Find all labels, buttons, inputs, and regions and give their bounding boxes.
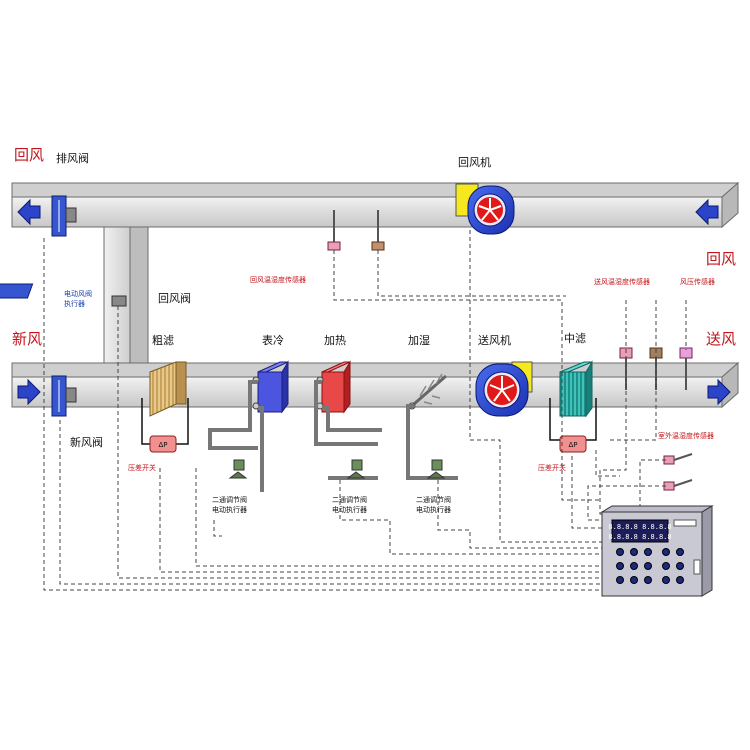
heating-valve-icon [346,459,366,479]
humidifier-valve-icon [426,459,446,479]
supply-air-label: 送风 [706,330,736,348]
cooling-valve-icon [228,459,248,479]
medium-filter-label: 中滤 [564,332,586,345]
dp-switch-2-label: 压差开关 [538,463,566,472]
cooling-coil-icon [252,360,289,414]
display-line-1: 8.8.8.8 8.8.8.8 [608,523,671,531]
supply-air-arrow-icon [707,378,731,406]
valve-actuator-2-line-1: 二通调节阀 [332,495,367,504]
outdoor-th-sensor-label: 室外温湿度传感器 [658,431,714,440]
dp-label-2: ΔP [568,441,577,449]
coarse-filter-label: 粗滤 [152,334,174,347]
cooling-pipes [208,380,264,492]
medium-filter-icon [559,360,593,418]
dp-label-1: ΔP [158,441,167,449]
ddc-controller: 8.8.8.8 8.8.8.8 8.8.8.8 8.8.8.8 [600,505,714,597]
return-air-duct [11,181,740,229]
damper-actuator-label: 电动风阀 执行器 [64,289,92,308]
fresh-damper-label: 新风阀 [70,435,103,449]
return-air-right-label: 回风 [706,250,736,268]
fresh-air-damper-icon [51,375,77,417]
humidify-label: 加湿 [408,334,430,347]
valve-actuator-3-line-1: 二通调节阀 [416,495,451,504]
dp-switch-1-label: 压差开关 [128,463,156,472]
valve-actuator-1-line-1: 二通调节阀 [212,495,247,504]
controller-display [611,519,669,543]
return-fan-label: 回风机 [458,155,491,169]
controller-keypad [616,548,684,584]
damper-actuator-line-1: 电动风阀 [64,289,92,298]
valve-actuator-3-line-2: 电动执行器 [416,505,451,514]
dp-switch-1: ΔP [141,398,189,453]
exhaust-damper-icon [51,195,77,237]
outdoor-sensor-icon [663,453,693,491]
valve-actuator-label-3: 二通调节阀 电动执行器 [416,495,451,514]
pressure-sensor-label: 风压传感器 [680,277,715,286]
valve-actuator-label-2: 二通调节阀 电动执行器 [332,495,367,514]
fresh-air-label: 新风 [12,330,42,348]
return-th-sensor-label: 回风温湿度传感器 [250,275,306,284]
valve-actuator-1-line-2: 电动执行器 [212,505,247,514]
supply-th-sensor-label: 送风温湿度传感器 [594,277,650,286]
display-line-2: 8.8.8.8 8.8.8.8 [608,533,671,541]
heating-coil-icon [316,360,351,414]
return-air-label: 回风 [14,146,44,164]
heating-label: 加热 [324,334,346,347]
cooling-label: 表冷 [262,333,284,347]
supply-fan-label: 送风机 [478,333,511,347]
fresh-air-arrow-icon [17,378,41,406]
dp-switch-2: ΔP [549,398,597,453]
exhaust-arrow-icon [17,198,41,226]
supply-air-duct [11,361,740,409]
exhaust-damper-label: 排风阀 [56,151,89,165]
return-damper-label: 回风阀 [158,291,191,305]
valve-actuator-2-line-2: 电动执行器 [332,505,367,514]
coarse-filter-icon [149,361,187,417]
return-inlet-arrow-icon [695,198,719,226]
valve-actuator-label-1: 二通调节阀 电动执行器 [212,495,247,514]
return-fan-icon [455,183,515,235]
supply-fan-icon [475,361,533,417]
return-damper-icon [0,283,127,307]
damper-actuator-line-2: 执行器 [64,299,85,308]
control-wiring [43,230,687,591]
